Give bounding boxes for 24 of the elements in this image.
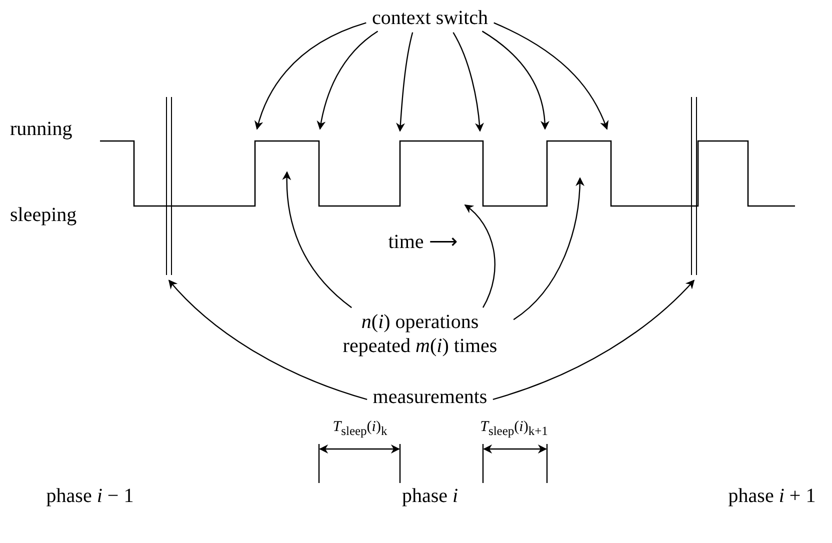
- phase-label: phase i − 1: [46, 484, 134, 508]
- phase-label: phase i: [402, 484, 458, 508]
- state-label: sleeping: [10, 203, 77, 227]
- double-bar: [691, 97, 697, 275]
- arrow: [513, 177, 584, 320]
- double-bar: [166, 97, 172, 275]
- arrow: [396, 32, 414, 132]
- annotation-text: context switch: [372, 6, 488, 30]
- arrow: [254, 22, 366, 130]
- arrow: [282, 171, 352, 308]
- arrow: [464, 204, 496, 308]
- interval-label: T$_{sleep}$(i)$_{k}$: [332, 418, 388, 439]
- arrow: [168, 280, 368, 400]
- arrow: [452, 32, 484, 132]
- state-label: running: [10, 117, 72, 141]
- arrow: [316, 30, 378, 130]
- annotation-text: measurements: [372, 385, 488, 409]
- arrow: [482, 30, 550, 130]
- axis-label: time ⟶: [388, 230, 458, 254]
- phase-label: phase i + 1: [728, 484, 816, 508]
- annotation-text: n(i) operations repeated m(i) times: [330, 310, 510, 358]
- arrow: [492, 280, 695, 400]
- interval-label: T$_{sleep}$(i)$_{k+1}$: [480, 418, 548, 439]
- arrow: [494, 22, 608, 130]
